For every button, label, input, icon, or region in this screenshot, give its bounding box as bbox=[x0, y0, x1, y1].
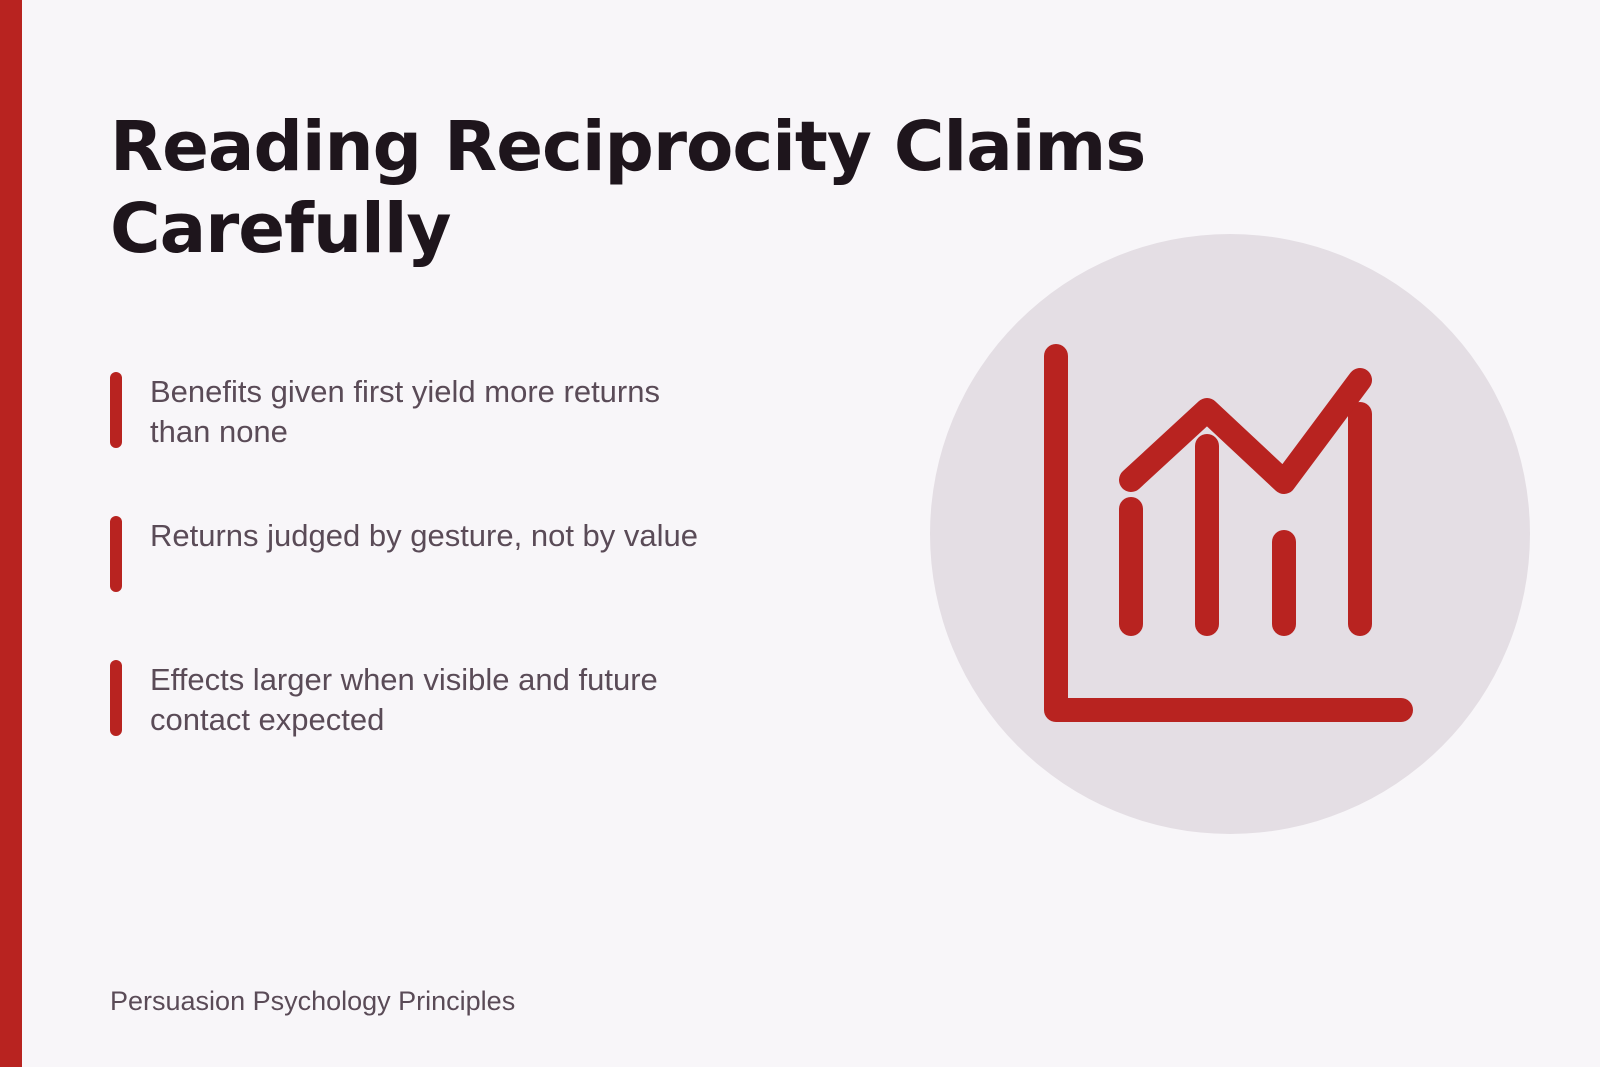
bullet-text: Effects larger when visible and future c… bbox=[150, 662, 658, 737]
bullet-item: Returns judged by gesture, not by value bbox=[110, 516, 710, 592]
left-accent-bar bbox=[0, 0, 22, 1067]
bullet-marker bbox=[110, 516, 122, 592]
bullet-text: Returns judged by gesture, not by value bbox=[150, 518, 699, 553]
bullet-item: Effects larger when visible and future c… bbox=[110, 660, 710, 737]
trend-line-icon bbox=[1119, 368, 1372, 494]
footer-label: Persuasion Psychology Principles bbox=[110, 986, 516, 1016]
illustration-circle bbox=[930, 234, 1530, 834]
bullet-marker bbox=[110, 660, 122, 736]
bar-line-chart-icon bbox=[930, 234, 1530, 834]
bullet-text: Benefits given first yield more returns … bbox=[150, 374, 660, 449]
chart-axes-icon bbox=[1044, 344, 1413, 722]
bullet-list: Benefits given first yield more returns … bbox=[110, 372, 710, 810]
bullet-marker bbox=[110, 372, 122, 448]
chart-illustration bbox=[930, 234, 1530, 834]
slide-title: Reading Reciprocity Claims Carefully bbox=[110, 107, 1146, 269]
bullet-item: Benefits given first yield more returns … bbox=[110, 372, 710, 449]
